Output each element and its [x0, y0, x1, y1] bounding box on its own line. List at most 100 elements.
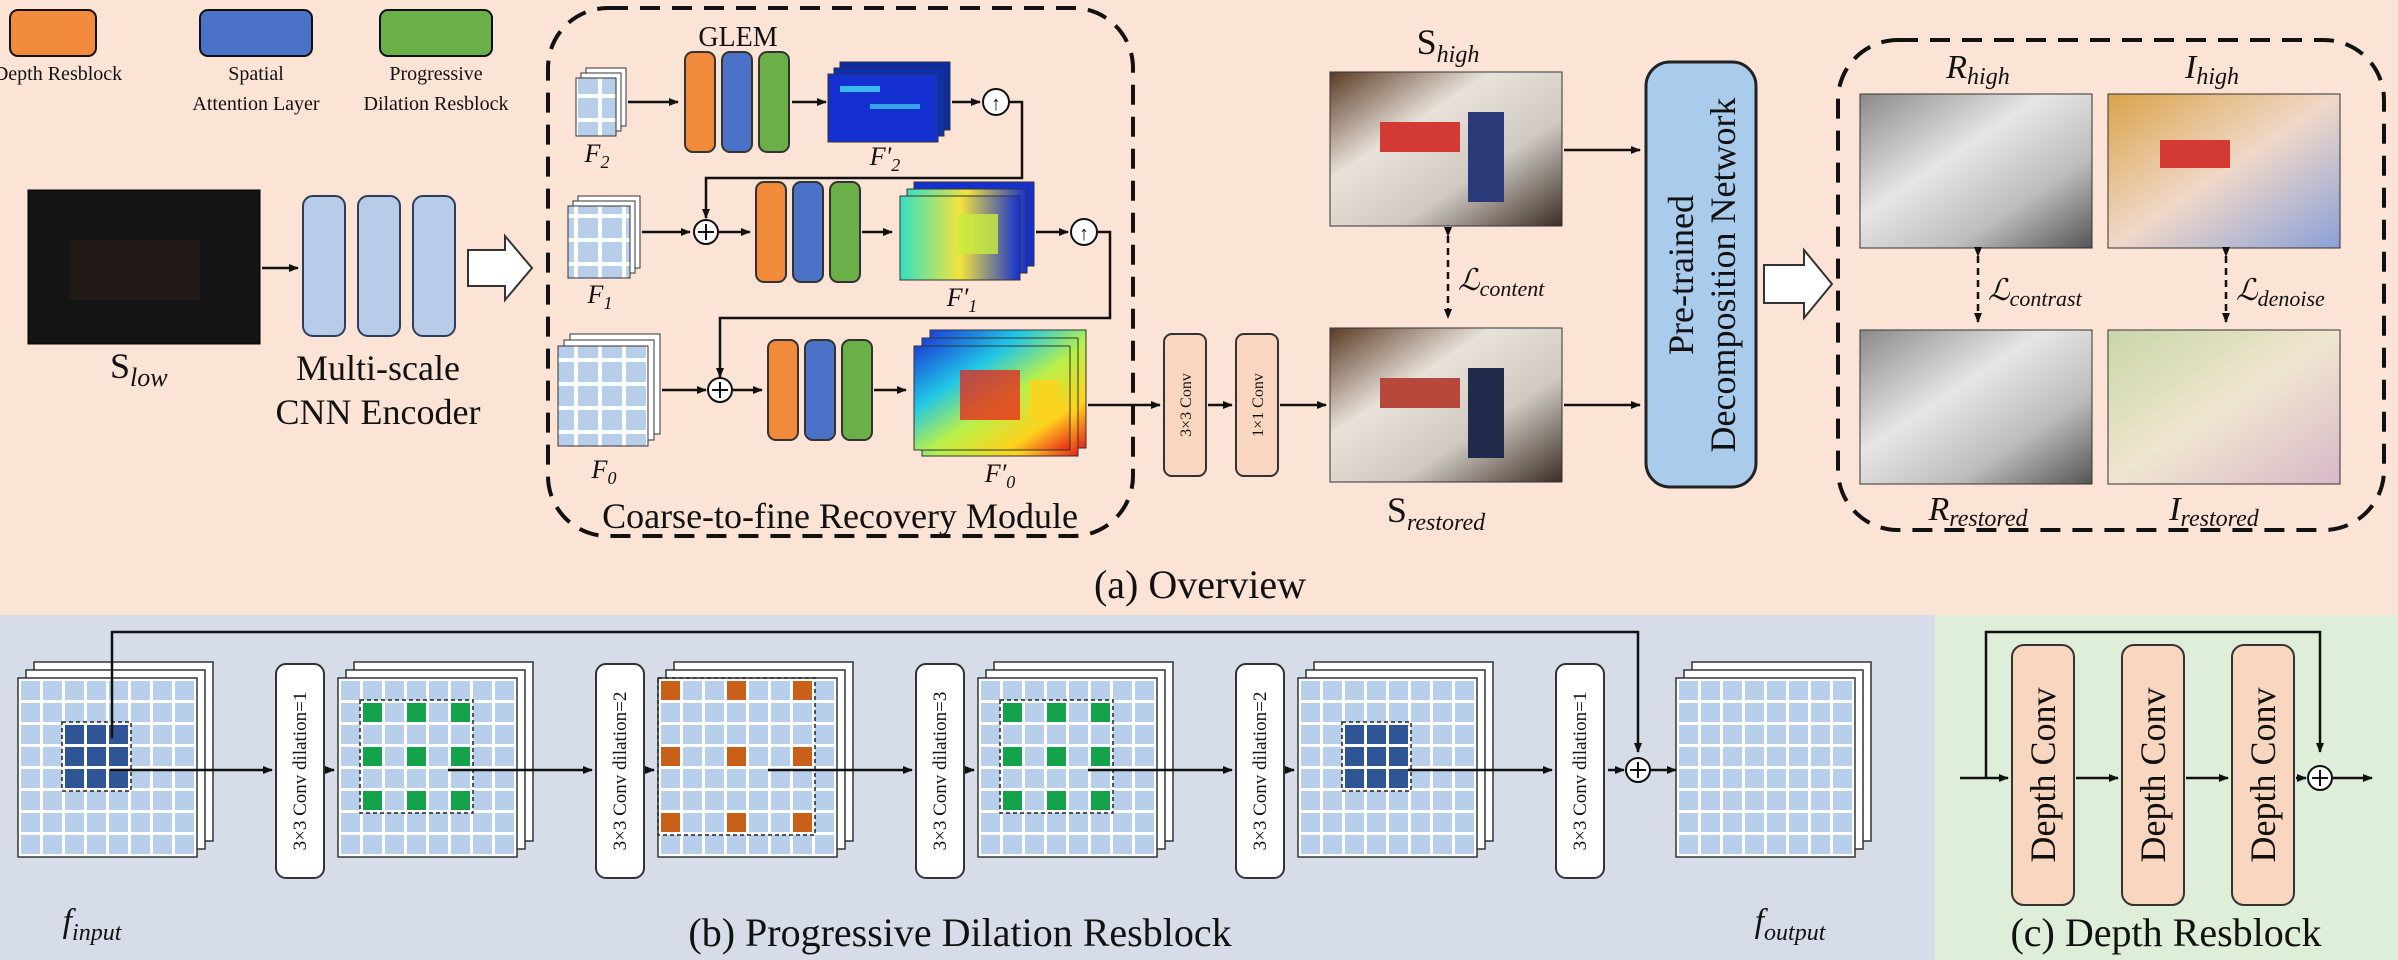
receptive-field-outline	[999, 699, 1114, 814]
grid-cell	[1433, 769, 1452, 788]
arrow-upsample2-add2	[716, 230, 1112, 378]
grid-cell	[1455, 791, 1474, 810]
grid-cell	[153, 791, 172, 810]
grid-cell	[1003, 835, 1022, 854]
f2-feature-stack	[575, 67, 627, 137]
grid-cell	[1367, 769, 1386, 788]
conv1x1-label: 1×1 Conv	[1250, 373, 1267, 437]
grid-cell	[981, 681, 1000, 700]
glem-block-f0	[767, 339, 873, 441]
grid-cell	[363, 813, 382, 832]
grid-cell	[1811, 681, 1830, 700]
grid-cell	[1069, 681, 1088, 700]
grid-cell	[363, 769, 382, 788]
grid-cell	[661, 747, 680, 766]
grid-cell	[1323, 725, 1342, 744]
grid-cell	[21, 791, 40, 810]
r-restored-image	[1859, 329, 2093, 485]
grid-cell	[131, 791, 150, 810]
r-high-image	[1859, 93, 2093, 249]
grid-cell	[1767, 747, 1786, 766]
grid-cell	[407, 813, 426, 832]
grid-cell	[385, 813, 404, 832]
decomposition-label-1: Pre-trained	[1661, 195, 1701, 355]
grid-cell	[1745, 703, 1764, 722]
grid-cell	[1003, 769, 1022, 788]
grid-cell	[1367, 813, 1386, 832]
glem-block-f1	[755, 181, 861, 283]
grid-cell	[65, 681, 84, 700]
grid-cell	[451, 813, 470, 832]
grid-cell	[1047, 813, 1066, 832]
f1p-feature-map	[899, 181, 1035, 281]
grid-cell	[1345, 813, 1364, 832]
grid-cell	[683, 725, 702, 744]
legend-progressive-label-2: Dilation Resblock	[364, 93, 509, 115]
pdr-add-symbol	[1630, 762, 1646, 778]
grid-cell	[1811, 835, 1830, 854]
caption-overview: (a) Overview	[1094, 562, 1306, 607]
grid-cell	[65, 813, 84, 832]
grid-cell	[429, 791, 448, 810]
grid-cell	[1091, 769, 1110, 788]
grid-cell	[1701, 725, 1720, 744]
grid-cell	[1113, 791, 1132, 810]
grid-cell	[1135, 769, 1154, 788]
grid-cell	[1455, 703, 1474, 722]
drb-skip-connection	[1984, 630, 2324, 778]
grid-cell	[661, 813, 680, 832]
grid-cell	[1025, 747, 1044, 766]
grid-cell	[815, 769, 834, 788]
grid-cell	[429, 703, 448, 722]
grid-cell	[341, 835, 360, 854]
grid-cell	[1411, 703, 1430, 722]
grid-cell	[1301, 769, 1320, 788]
grid-cell	[1789, 835, 1808, 854]
add-symbol-2	[712, 382, 728, 398]
grid-cell	[1679, 813, 1698, 832]
grid-cell	[1301, 703, 1320, 722]
legend-spatial-label-1: Spatial	[228, 63, 284, 85]
grid-cell	[153, 703, 172, 722]
grid-cell	[749, 703, 768, 722]
grid-cell	[1811, 747, 1830, 766]
grid-cell	[1345, 769, 1364, 788]
receptive-field-outline	[359, 699, 474, 814]
grid-cell	[815, 791, 834, 810]
grid-cell	[65, 791, 84, 810]
grid-cell	[407, 681, 426, 700]
grid-cell	[21, 725, 40, 744]
grid-cell	[1091, 681, 1110, 700]
grid-cell	[793, 835, 812, 854]
grid-cell	[1135, 791, 1154, 810]
grid-cell	[43, 681, 62, 700]
grid-cell	[1003, 813, 1022, 832]
grid-cell	[749, 725, 768, 744]
grid-cell	[21, 769, 40, 788]
grid-cell	[1433, 813, 1452, 832]
grid-cell	[1345, 681, 1364, 700]
grid-cell	[1135, 747, 1154, 766]
grid-cell	[727, 791, 746, 810]
grid-cell	[1025, 769, 1044, 788]
grid-cell	[1367, 681, 1386, 700]
grid-cell	[1323, 835, 1342, 854]
grid-cell	[1301, 835, 1320, 854]
loss-contrast-label: ℒcontrast	[1988, 274, 2083, 311]
grid-cell	[1789, 681, 1808, 700]
grid-cell	[87, 769, 106, 788]
grid-cell	[109, 747, 128, 766]
grid-cell	[385, 703, 404, 722]
grid-cell	[1025, 835, 1044, 854]
grid-cell	[1367, 703, 1386, 722]
grid-cell	[1789, 703, 1808, 722]
grid-cell	[705, 835, 724, 854]
grid-cell	[1091, 791, 1110, 810]
s-restored-image-bottle	[1468, 368, 1504, 458]
depth-conv-block-2	[2121, 644, 2185, 906]
grid-cell	[407, 769, 426, 788]
grid-cell	[153, 769, 172, 788]
f0p-label: F′0	[984, 459, 1016, 492]
f2p-feature-map	[827, 61, 951, 143]
